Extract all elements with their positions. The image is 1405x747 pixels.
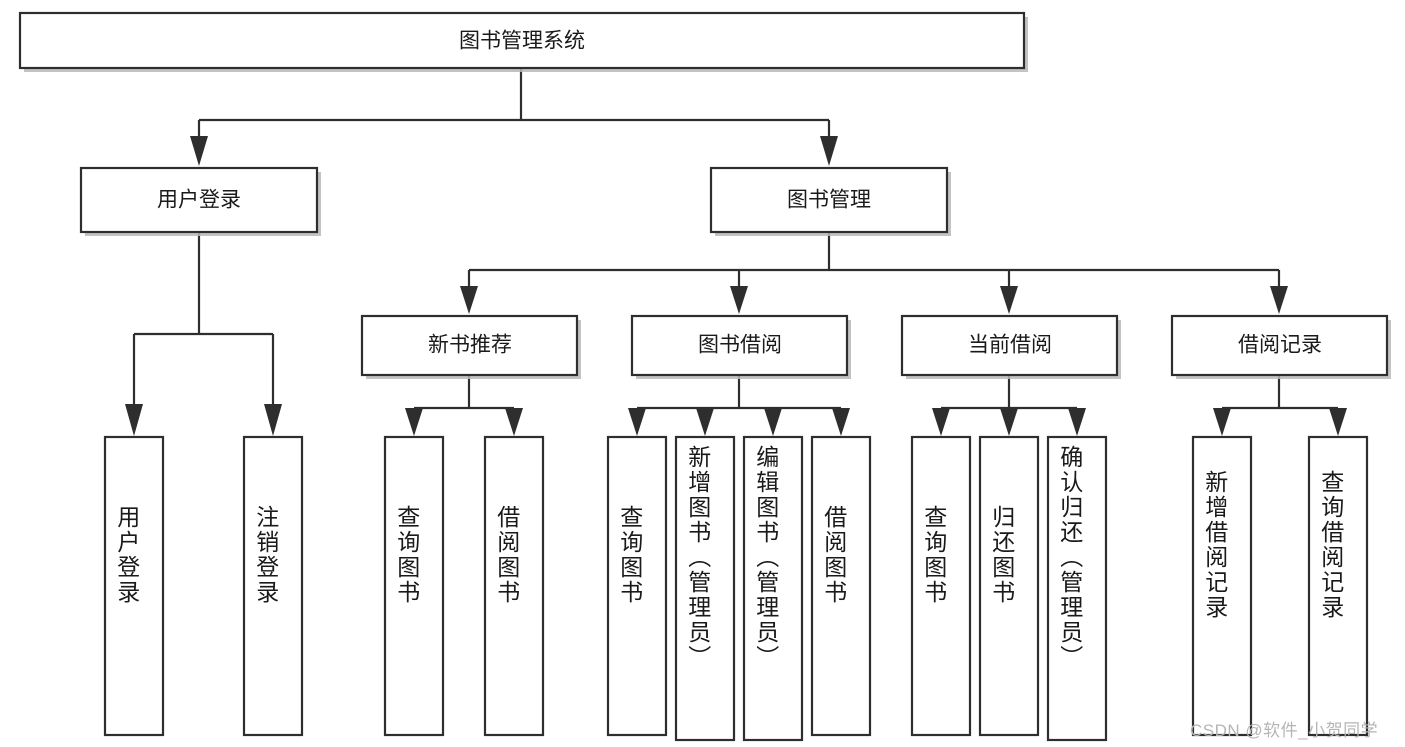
leaf-box-query-book-2[interactable] — [606, 435, 668, 737]
node-book-manage-label: 图书管理 — [787, 189, 871, 212]
arrow-head-book-manage — [820, 136, 838, 166]
arrow-head-leaf-borrow-book-1 — [505, 408, 523, 436]
leaf-box-edit-book[interactable] — [742, 435, 804, 742]
arrow-head-leaf-edit-book — [764, 408, 782, 436]
arrow-head-new-book-rec — [460, 286, 478, 314]
arrow-head-leaf-borrow-book-2 — [832, 408, 850, 436]
node-borrow-record[interactable]: 借阅记录 — [1170, 314, 1391, 379]
connector-group-book-borrow — [628, 375, 850, 436]
node-book-manage-rect[interactable] — [709, 166, 949, 234]
leaf-box-user-login[interactable] — [103, 435, 165, 737]
node-book-borrow-rect[interactable] — [630, 314, 849, 377]
arrow-head-leaf-query-book-3 — [932, 408, 950, 436]
node-borrow-record-label: 借阅记录 — [1238, 334, 1322, 357]
leaf-box-borrow-book-1[interactable] — [483, 435, 545, 737]
leaf-box-query-book-1[interactable] — [383, 435, 445, 737]
node-current-borrow-rect[interactable] — [900, 314, 1119, 377]
node-current-borrow[interactable]: 当前借阅 — [900, 314, 1121, 379]
arrow-head-leaf-add-book — [696, 408, 714, 436]
arrow-head-leaf-add-record — [1213, 408, 1231, 436]
connector-group-new-book-rec — [405, 375, 523, 436]
node-book-borrow-label: 图书借阅 — [698, 334, 782, 357]
arrow-head-leaf-return-book — [1000, 408, 1018, 436]
node-borrow-record-rect[interactable] — [1170, 314, 1389, 377]
leaf-box-query-record[interactable] — [1307, 435, 1369, 737]
csdn-watermark: CSDN @软件_小贺同学 — [1190, 721, 1379, 740]
node-new-book-rec-rect[interactable] — [360, 314, 579, 377]
connector-group-book-manage — [460, 232, 1288, 314]
connector-group-user-login — [125, 232, 282, 436]
arrow-head-leaf-confirm-return — [1068, 408, 1086, 436]
arrow-head-user-login — [190, 136, 208, 166]
node-root[interactable]: 图书管理系统 — [18, 11, 1028, 72]
node-user-login-label: 用户登录 — [157, 189, 241, 212]
node-book-borrow[interactable]: 图书借阅 — [630, 314, 851, 379]
connector-group-current-borrow — [932, 375, 1086, 436]
leaf-box-confirm-return[interactable] — [1046, 435, 1108, 742]
node-user-login[interactable]: 用户登录 — [79, 166, 321, 236]
arrow-head-leaf-query-book-2 — [628, 408, 646, 436]
arrow-head-current-borrow — [1000, 286, 1018, 314]
arrow-head-leaf-query-record — [1329, 408, 1347, 436]
leaf-boxes — [103, 435, 1369, 742]
leaf-box-return-book[interactable] — [978, 435, 1040, 737]
leaf-box-query-book-3[interactable] — [910, 435, 972, 737]
node-user-login-rect[interactable] — [79, 166, 319, 234]
leaf-box-add-record[interactable] — [1191, 435, 1253, 737]
arrow-head-borrow-record — [1270, 286, 1288, 314]
arrow-head-leaf-user-login — [125, 404, 143, 436]
arrow-head-leaf-query-book-1 — [405, 408, 423, 436]
leaf-box-borrow-book-2[interactable] — [810, 435, 872, 737]
node-book-manage[interactable]: 图书管理 — [709, 166, 951, 236]
arrow-head-book-borrow — [730, 286, 748, 314]
connector-group-borrow-record — [1213, 375, 1347, 436]
leaf-box-logout[interactable] — [242, 435, 304, 737]
node-root-rect[interactable] — [18, 11, 1026, 70]
node-new-book-rec[interactable]: 新书推荐 — [360, 314, 581, 379]
leaf-box-add-book[interactable] — [674, 435, 736, 742]
node-new-book-rec-label: 新书推荐 — [428, 334, 512, 357]
node-current-borrow-label: 当前借阅 — [968, 334, 1052, 357]
arrow-head-leaf-logout — [264, 404, 282, 436]
node-root-label: 图书管理系统 — [459, 30, 585, 53]
connector-group-root — [190, 68, 838, 166]
